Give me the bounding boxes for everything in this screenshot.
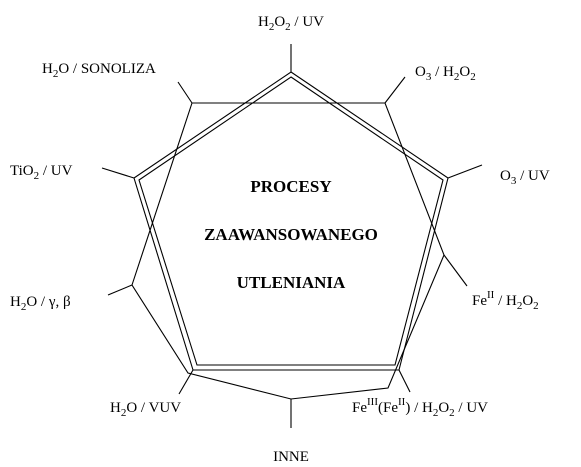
spoke-h2o-vuv: [178, 369, 194, 395]
spoke-fe3-h2o2-uv: [398, 369, 411, 393]
center-line-2: ZAAWANSOWANEGO: [204, 225, 378, 244]
label-inne: INNE: [273, 449, 309, 465]
spoke-tio2-uv: [101, 167, 135, 179]
spoke-h2o-gamma-beta: [107, 284, 133, 296]
spoke-fe2-h2o2: [443, 254, 468, 287]
spoke-o3-uv: [447, 164, 483, 179]
heptagon-outer-line: [133, 71, 449, 371]
label-o3-h2o2: O3 / H2O2: [415, 64, 476, 83]
spoke-o3-h2o2: [384, 76, 406, 104]
heptagon-single-line: [131, 102, 445, 400]
label-h2o-sonoliza: H2O / SONOLIZA: [42, 61, 156, 80]
center-line-3: UTLENIANIA: [237, 273, 346, 292]
label-h2o2-uv: H2O2 / UV: [258, 14, 324, 33]
label-h2o-vuv: H2O / VUV: [110, 400, 181, 419]
center-line-1: PROCESY: [250, 177, 331, 196]
label-o3-uv: O3 / UV: [500, 168, 550, 187]
heptagon-inner-line: [138, 76, 444, 366]
spoke-h2o-sonoliza: [177, 81, 193, 104]
label-h2o-gamma-beta: H2O / γ, β: [10, 294, 71, 313]
label-tio2-uv: TiO2 / UV: [10, 163, 73, 182]
label-fe2-h2o2: FeII / H2O2: [472, 289, 539, 312]
label-fe3-fe2-h2o2-uv: FeIII(FeII) / H2O2 / UV: [352, 396, 488, 419]
